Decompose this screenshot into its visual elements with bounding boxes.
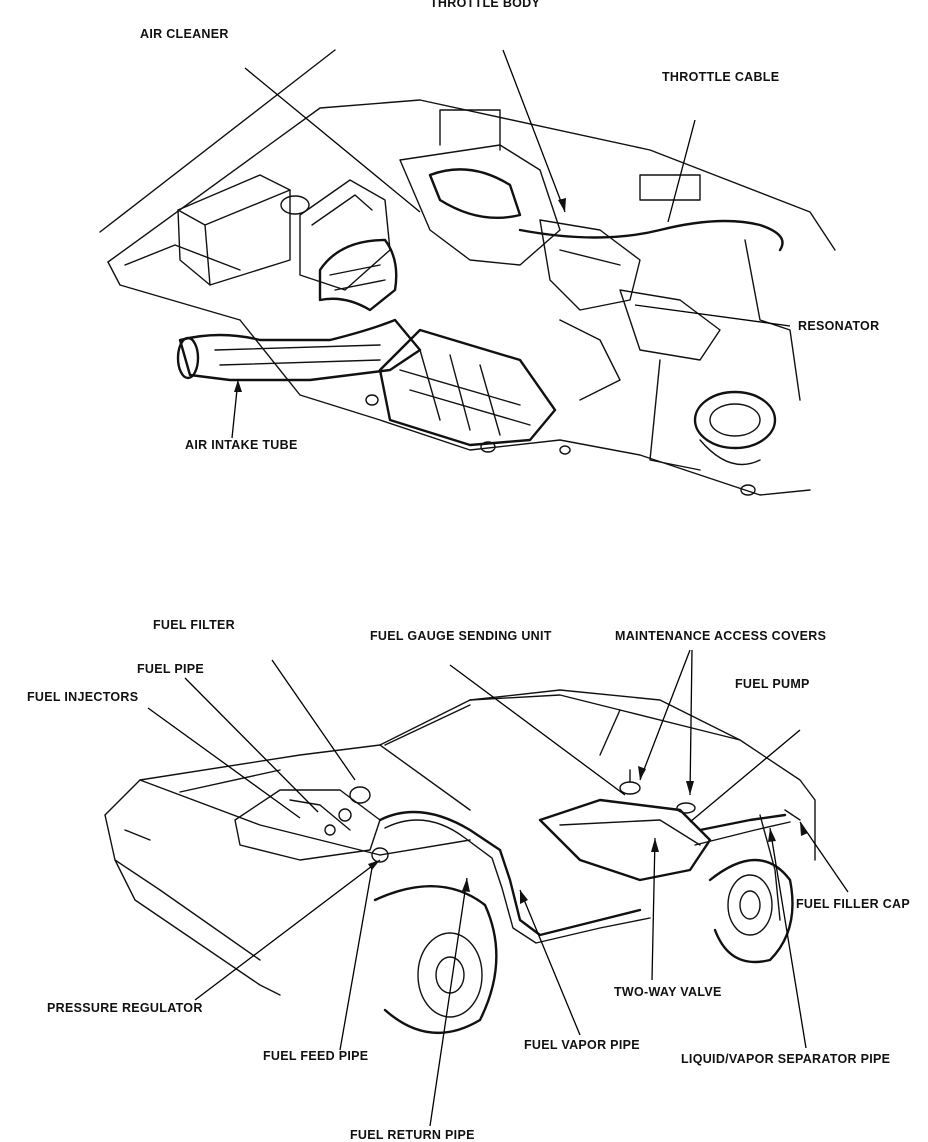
engine-bay-leaders <box>231 49 791 439</box>
label-pressure-regulator: PRESSURE REGULATOR <box>47 1001 203 1015</box>
label-two-way-valve: TWO-WAY VALVE <box>614 985 722 999</box>
label-liquid-vapor-separator-pipe: LIQUID/VAPOR SEPARATOR PIPE <box>681 1052 891 1066</box>
label-fuel-filler-cap: FUEL FILLER CAP <box>796 897 910 911</box>
label-resonator: RESONATOR <box>798 319 880 333</box>
label-fuel-injectors: FUEL INJECTORS <box>27 690 139 704</box>
label-fuel-gauge-sending-unit: FUEL GAUGE SENDING UNIT <box>370 629 552 643</box>
label-air-cleaner: AIR CLEANER <box>140 27 229 41</box>
label-fuel-filter: FUEL FILTER <box>153 618 235 632</box>
label-air-intake-tube: AIR INTAKE TUBE <box>185 438 298 452</box>
engine-bay-illustration <box>99 49 836 496</box>
label-fuel-return-pipe: FUEL RETURN PIPE <box>350 1128 475 1142</box>
label-fuel-vapor-pipe: FUEL VAPOR PIPE <box>524 1038 640 1052</box>
label-fuel-feed-pipe: FUEL FEED PIPE <box>263 1049 369 1063</box>
car-illustration <box>104 689 816 1035</box>
label-throttle-body: THROTTLE BODY <box>430 0 541 10</box>
label-throttle-cable: THROTTLE CABLE <box>662 70 780 84</box>
label-maintenance-access-covers: MAINTENANCE ACCESS COVERS <box>615 629 827 643</box>
label-fuel-pipe: FUEL PIPE <box>137 662 205 676</box>
fuel-system-leaders <box>147 649 849 1127</box>
label-fuel-pump: FUEL PUMP <box>735 677 810 691</box>
